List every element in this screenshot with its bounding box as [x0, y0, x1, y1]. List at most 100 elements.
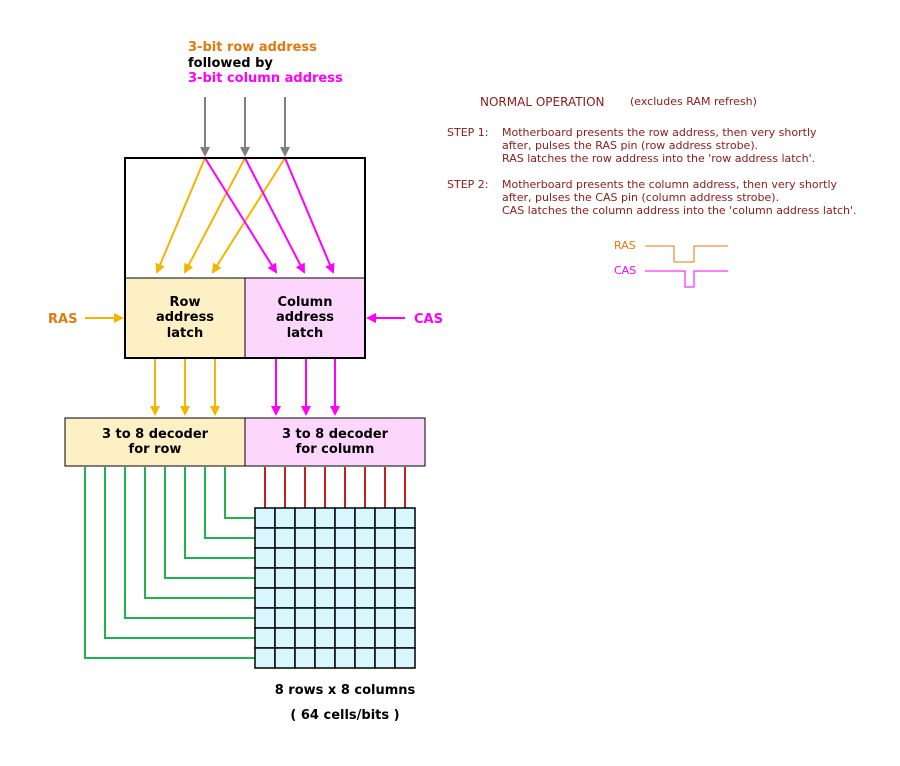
row-select-wire — [224, 467, 255, 519]
column-address-latch: Column address latch — [244, 277, 366, 359]
step-1-line-1: Motherboard presents the row address, th… — [502, 126, 817, 139]
step-2-line-3: CAS latches the column address into the … — [502, 204, 857, 217]
column-decoder: 3 to 8 decoder for column — [244, 417, 426, 467]
row-decoder: 3 to 8 decoder for row — [64, 417, 246, 467]
memory-cell — [354, 567, 376, 589]
column-latch-line-2: address — [276, 310, 334, 325]
memory-cell — [274, 547, 296, 569]
row-select-wire — [204, 467, 255, 539]
memory-cell — [274, 647, 296, 669]
memory-cell — [314, 507, 336, 529]
memory-cell — [274, 627, 296, 649]
memory-cell — [354, 507, 376, 529]
cas-strobe: CAS — [366, 312, 443, 327]
grid-caption-cells: ( 64 cells/bits ) — [290, 708, 399, 723]
step-2-label: STEP 2: — [447, 178, 489, 191]
row-address-input-text: 3-bit row address — [188, 40, 317, 55]
followed-by-text: followed by — [188, 56, 273, 71]
memory-cell — [314, 647, 336, 669]
memory-cell — [394, 607, 416, 629]
memory-cell — [394, 507, 416, 529]
row-route-arrow — [184, 157, 246, 274]
ras-label: RAS — [48, 312, 77, 327]
memory-cell — [354, 527, 376, 549]
memory-cell — [374, 627, 396, 649]
memory-cell — [254, 587, 276, 609]
row-route-arrow — [211, 157, 286, 274]
memory-cell — [274, 527, 296, 549]
memory-cell — [394, 567, 416, 589]
ras-pulse-waveform — [645, 245, 728, 263]
column-address-input-text: 3-bit column address — [188, 71, 343, 86]
memory-cell — [374, 647, 396, 669]
timing-diagram: RAS CAS — [614, 239, 728, 288]
memory-cell — [314, 607, 336, 629]
ras-strobe: RAS — [48, 312, 124, 327]
routing-arrows — [155, 157, 335, 274]
row-decoder-line-1: 3 to 8 decoder — [102, 427, 209, 442]
memory-cell — [374, 607, 396, 629]
column-latch-line-1: Column — [278, 295, 333, 310]
memory-cell — [354, 547, 376, 569]
row-address-latch: Row address latch — [124, 277, 246, 359]
row-select-wire — [144, 467, 255, 599]
memory-cell — [394, 627, 416, 649]
memory-cell — [314, 627, 336, 649]
row-latch-line-1: Row — [170, 295, 201, 310]
step-2-line-2: after, pulses the CAS pin (column addres… — [502, 191, 779, 204]
column-route-arrow — [244, 157, 305, 274]
memory-cell — [354, 627, 376, 649]
memory-cell — [334, 527, 356, 549]
timing-ras-label: RAS — [614, 239, 636, 252]
row-select-wires — [84, 467, 255, 659]
memory-cell — [314, 567, 336, 589]
memory-cell — [354, 647, 376, 669]
memory-cell — [294, 527, 316, 549]
memory-cell — [314, 587, 336, 609]
notes-subtitle: (excludes RAM refresh) — [630, 95, 757, 108]
memory-cell — [274, 607, 296, 629]
timing-cas-label: CAS — [614, 264, 636, 277]
memory-cell — [294, 627, 316, 649]
memory-cell — [374, 547, 396, 569]
memory-cell — [294, 547, 316, 569]
memory-cell — [334, 627, 356, 649]
memory-cell — [294, 607, 316, 629]
memory-cell — [294, 507, 316, 529]
memory-cell — [374, 587, 396, 609]
memory-cell — [294, 647, 316, 669]
memory-cell — [254, 567, 276, 589]
notes-title: NORMAL OPERATION — [480, 95, 605, 109]
memory-cell — [334, 607, 356, 629]
grid-caption-size: 8 rows x 8 columns — [275, 683, 416, 698]
row-select-wire — [164, 467, 255, 579]
memory-cell — [354, 607, 376, 629]
row-decoder-line-2: for row — [129, 442, 182, 457]
row-select-wire — [184, 467, 255, 559]
memory-cell — [254, 547, 276, 569]
memory-cell — [394, 527, 416, 549]
memory-cell — [334, 507, 356, 529]
latch-to-decoder-arrows — [150, 359, 340, 416]
memory-cell — [254, 607, 276, 629]
memory-cell — [394, 587, 416, 609]
memory-cell — [374, 567, 396, 589]
memory-cell — [274, 587, 296, 609]
memory-cell — [314, 527, 336, 549]
memory-cell — [334, 567, 356, 589]
cas-pulse-waveform — [645, 270, 728, 288]
cas-label: CAS — [414, 312, 443, 327]
memory-cell — [294, 567, 316, 589]
operation-notes: NORMAL OPERATION (excludes RAM refresh) … — [447, 95, 857, 217]
memory-cell — [254, 627, 276, 649]
column-decoder-line-1: 3 to 8 decoder — [282, 427, 389, 442]
memory-cell — [254, 507, 276, 529]
row-latch-line-3: latch — [167, 326, 203, 341]
row-route-arrow — [155, 157, 206, 274]
memory-cell — [334, 547, 356, 569]
memory-cell — [334, 647, 356, 669]
memory-cell — [374, 527, 396, 549]
memory-cell — [254, 527, 276, 549]
column-latch-line-3: latch — [287, 326, 323, 341]
